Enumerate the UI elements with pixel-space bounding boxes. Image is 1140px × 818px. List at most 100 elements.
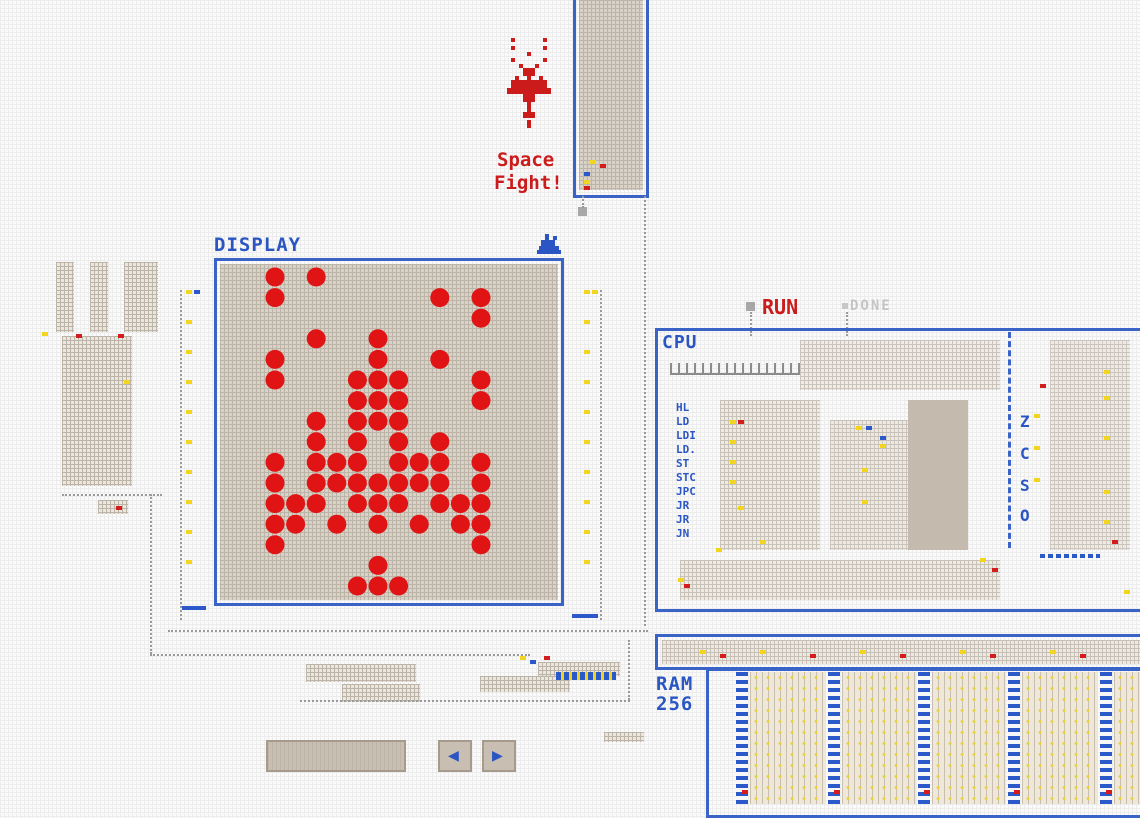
cpu-bus-line bbox=[1040, 554, 1100, 558]
cpu-pin bbox=[730, 440, 736, 444]
input-logic-block bbox=[62, 336, 132, 486]
cpu-register-file bbox=[908, 400, 968, 550]
ram-pin bbox=[1050, 650, 1056, 654]
display-pixel-on bbox=[389, 432, 409, 452]
rom-frame bbox=[573, 0, 649, 198]
cpu-pin bbox=[1104, 490, 1110, 494]
cpu-pin bbox=[992, 568, 998, 572]
display-pixel-on bbox=[471, 535, 491, 555]
cpu-pin bbox=[738, 506, 744, 510]
display-pixel-on bbox=[471, 452, 491, 472]
cpu-pin bbox=[684, 584, 690, 588]
display-right-pins bbox=[570, 290, 600, 618]
right-arrow-button[interactable]: ▶ bbox=[482, 740, 516, 772]
display-pixel-on bbox=[368, 370, 388, 390]
cpu-pin bbox=[1112, 540, 1118, 544]
ram-pin bbox=[720, 654, 726, 658]
rom-switch[interactable] bbox=[578, 207, 587, 216]
cpu-opcode-4: ST bbox=[676, 457, 690, 470]
display-pixel-on bbox=[430, 349, 450, 369]
cpu-alu bbox=[830, 420, 910, 550]
rom-pin bbox=[600, 164, 606, 168]
ram-bank-column bbox=[828, 672, 840, 804]
cpu-flag-z: Z bbox=[1020, 412, 1031, 431]
input-strip-control[interactable] bbox=[266, 740, 406, 772]
display-screen bbox=[220, 264, 558, 600]
cpu-opcode-9: JN bbox=[676, 527, 690, 540]
display-pixel-on bbox=[265, 267, 285, 287]
display-pixel-on bbox=[471, 514, 491, 534]
cpu-flag-pin bbox=[1034, 478, 1040, 482]
game-title-line1: Space bbox=[497, 149, 555, 171]
display-pixel-on bbox=[368, 514, 388, 534]
display-pixel-on bbox=[306, 267, 326, 287]
display-pixel-on bbox=[368, 494, 388, 514]
ram-pin bbox=[742, 790, 748, 794]
display-pixel-on bbox=[265, 494, 285, 514]
display-pixel-on bbox=[265, 349, 285, 369]
cpu-pin bbox=[730, 460, 736, 464]
display-pixel-on bbox=[389, 452, 409, 472]
cpu-pin bbox=[678, 578, 684, 582]
cpu-pin bbox=[730, 480, 736, 484]
display-pixel-on bbox=[368, 329, 388, 349]
left-arrow-button[interactable]: ◀ bbox=[438, 740, 472, 772]
ram-bank bbox=[1022, 672, 1098, 804]
display-pixel-on bbox=[265, 535, 285, 555]
done-indicator bbox=[842, 303, 848, 309]
display-pixel-on bbox=[327, 514, 347, 534]
cpu-pin bbox=[862, 500, 868, 504]
cpu-pin bbox=[1104, 520, 1110, 524]
cpu-opcode-1: LD bbox=[676, 415, 690, 428]
display-pixel-on bbox=[389, 494, 409, 514]
ram-bank-column bbox=[1100, 672, 1112, 804]
run-switch[interactable] bbox=[746, 302, 755, 311]
run-label[interactable]: RUN bbox=[762, 295, 799, 319]
ram-pin bbox=[700, 650, 706, 654]
ram-bank bbox=[932, 672, 1006, 804]
cpu-flag-pin bbox=[1040, 384, 1046, 388]
display-pixel-on bbox=[368, 349, 388, 369]
display-pixel-on bbox=[286, 494, 306, 514]
cpu-pin bbox=[760, 540, 766, 544]
cpu-flag-c: C bbox=[1020, 444, 1031, 463]
cpu-flag-logic bbox=[1050, 340, 1130, 550]
display-pixel-on bbox=[450, 514, 470, 534]
display-pixel-on bbox=[265, 452, 285, 472]
input-chip-3 bbox=[124, 262, 142, 332]
ram-pin bbox=[900, 654, 906, 658]
cpu-frame bbox=[655, 328, 1140, 612]
cpu-pin bbox=[866, 426, 872, 430]
left-arrow-icon: ◀ bbox=[448, 745, 459, 766]
ram-pin bbox=[860, 650, 866, 654]
display-pixel-on bbox=[389, 576, 409, 596]
input-chip-1 bbox=[56, 262, 74, 332]
display-left-pins bbox=[182, 290, 212, 610]
cpu-opcode-0: HL bbox=[676, 401, 690, 414]
decoder-pin bbox=[544, 656, 550, 660]
cpu-opcode-3: LD. bbox=[676, 443, 696, 456]
ram-bank-column bbox=[1008, 672, 1020, 804]
display-pixel-on bbox=[347, 432, 367, 452]
display-pixel-on bbox=[265, 370, 285, 390]
display-pixel-on bbox=[409, 514, 429, 534]
display-pixel-on bbox=[368, 576, 388, 596]
display-pixel-on bbox=[450, 494, 470, 514]
cpu-flag-o: O bbox=[1020, 506, 1031, 525]
cpu-flag-s: S bbox=[1020, 476, 1031, 495]
display-pixel-on bbox=[409, 452, 429, 472]
input-chip-4 bbox=[140, 262, 158, 332]
display-pixel-on bbox=[471, 494, 491, 514]
display-pixel-on bbox=[265, 473, 285, 493]
display-pixel-on bbox=[471, 370, 491, 390]
ram-pin bbox=[760, 650, 766, 654]
cpu-pin bbox=[862, 468, 868, 472]
cpu-pin bbox=[856, 426, 862, 430]
display-pixel-on bbox=[471, 473, 491, 493]
cpu-pin bbox=[880, 436, 886, 440]
display-pixel-on bbox=[347, 411, 367, 431]
ram-bank-column bbox=[736, 672, 748, 804]
display-pixel-on bbox=[430, 452, 450, 472]
ram-pin bbox=[990, 654, 996, 658]
plug-icon[interactable] bbox=[537, 234, 561, 256]
